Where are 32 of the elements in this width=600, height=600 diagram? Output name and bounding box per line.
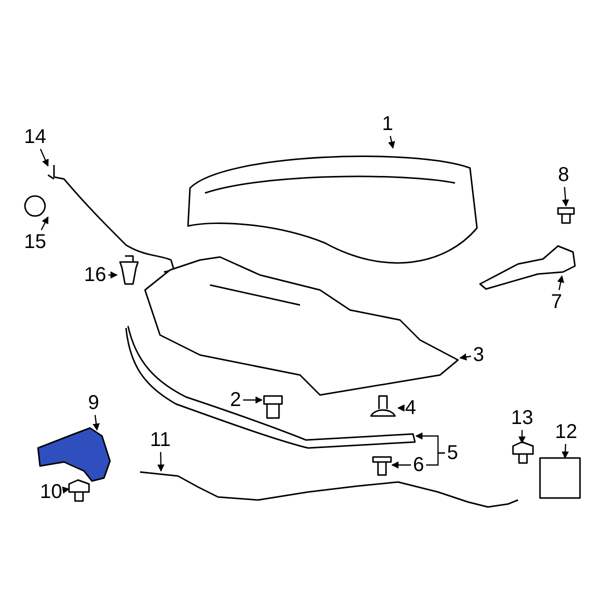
- leader-arrow: [459, 353, 472, 361]
- callout-number: 9: [88, 393, 100, 413]
- callout-number: 1: [382, 114, 394, 134]
- callout-number: 15: [24, 232, 46, 252]
- leader-arrow: [557, 275, 564, 290]
- callout-number: 5: [447, 443, 458, 463]
- leader-arrow: [391, 461, 411, 469]
- callout-number: 11: [150, 430, 171, 450]
- callout-number: 2: [230, 390, 242, 410]
- leader-arrow: [92, 414, 100, 431]
- callout-number: 6: [413, 455, 424, 475]
- callout-number: 13: [511, 408, 534, 428]
- leader-arrow: [40, 216, 49, 230]
- leader-arrow: [518, 430, 526, 444]
- leader-arrow: [108, 271, 118, 279]
- leader-arrow: [62, 486, 70, 494]
- leader-arrow: [397, 404, 404, 412]
- callout-number: 10: [40, 482, 62, 502]
- callout-number: 8: [558, 165, 570, 185]
- callout-number: 16: [84, 265, 106, 285]
- callout-number: 7: [551, 292, 562, 312]
- leader-arrow: [562, 186, 570, 207]
- callout-number: 4: [405, 398, 416, 418]
- leader-arrow: [562, 444, 569, 459]
- bracket-line: [426, 452, 445, 466]
- leader-arrow: [388, 136, 396, 149]
- leader-arrow: [40, 148, 49, 167]
- leader-arrow: [243, 396, 263, 404]
- callout-number: 14: [24, 127, 46, 147]
- callout-number: 3: [473, 345, 484, 365]
- leader-arrow: [157, 452, 164, 472]
- callout-number: 12: [555, 422, 578, 442]
